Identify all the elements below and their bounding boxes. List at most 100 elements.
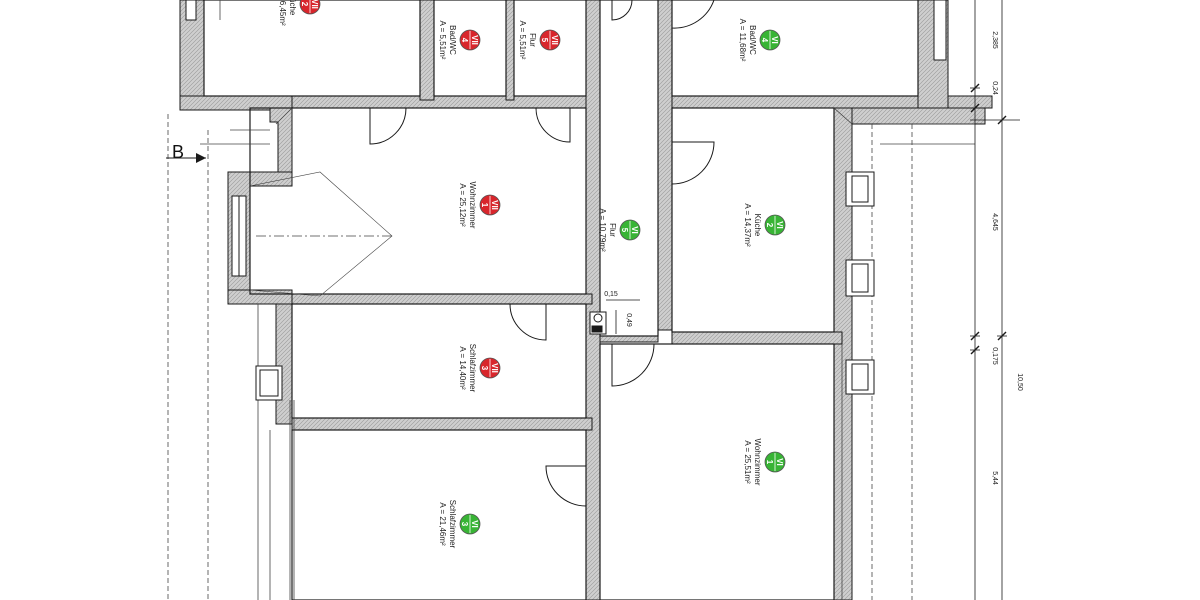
room-area: A = 5,51m² (518, 21, 527, 60)
room-name: Wohnzimmer (753, 439, 762, 486)
door-arc (369, 107, 407, 145)
room-number: 1 (480, 203, 489, 208)
door-arc (611, 0, 633, 21)
exterior-lines (167, 0, 975, 600)
dimension-label-dim-2385: 2,385 (991, 31, 998, 49)
room-name: Bad/WC (748, 25, 757, 55)
room-number: 2 (765, 223, 774, 228)
room-area: A = 21,46m² (438, 502, 447, 546)
outline-bad-vi (671, 0, 919, 97)
doors (369, 0, 715, 507)
room-name: Schlafzimmer (468, 344, 477, 393)
room-area: A = 14,37m² (743, 203, 752, 247)
room-name: Flur (528, 33, 537, 47)
windows (185, 0, 947, 401)
dimension-label-dim-544: 5,44 (991, 471, 998, 485)
room-number: 5 (620, 228, 629, 233)
room-name: Flur (608, 223, 617, 237)
door-arc (509, 303, 547, 341)
dimension-label-dim-4645: 4,645 (991, 213, 998, 231)
section-marker: B (166, 142, 206, 163)
room-name: Bad/WC (448, 25, 457, 55)
window (851, 263, 869, 293)
dimension-label-dim-024: 0,24 (991, 81, 998, 95)
outline-wohnzimmer-vi (599, 343, 835, 600)
room-area: A = 25,51m² (743, 440, 752, 484)
outline-bad-vii (433, 0, 507, 97)
room-area: A = 11,68m² (738, 19, 747, 62)
unit-number: VI (470, 520, 479, 528)
outline-schlafzimmer-vi (291, 429, 587, 600)
wall (419, 0, 435, 101)
wall (505, 0, 515, 101)
unit-number: VII (490, 200, 499, 210)
wall (657, 0, 673, 331)
room-number: 1 (765, 460, 774, 465)
outline-wohnzimmer-vii (249, 107, 587, 295)
room-area: A = 10,79m² (598, 208, 607, 252)
window (185, 0, 197, 21)
unit-number: VI (775, 221, 784, 229)
shaft (589, 311, 607, 335)
unit-number: VI (630, 226, 639, 234)
room-area: A = 16,45m² (278, 0, 287, 26)
door-arc (671, 141, 715, 185)
unit-number: VII (550, 35, 559, 45)
dimension-label-dim-015: 0,15 (604, 291, 618, 298)
dimension-label-dim-049: 0,49 (625, 313, 632, 327)
unit-number: VII (470, 35, 479, 45)
unit-number: VI (775, 458, 784, 466)
room-name: Schlafzimmer (448, 500, 457, 549)
wall (839, 107, 986, 125)
wall (671, 331, 843, 345)
wall (599, 335, 659, 343)
room-number: 3 (460, 522, 469, 527)
section-marker-label: B (172, 142, 184, 162)
wall (291, 293, 593, 305)
outline-schlafzimmer-vii (291, 303, 587, 419)
window (933, 0, 947, 61)
door-arc (611, 343, 655, 387)
room-name: Küche (753, 214, 762, 237)
outline-flur-vi (599, 0, 659, 337)
room-number: 2 (300, 2, 309, 7)
wall (291, 417, 593, 431)
door-arc (545, 465, 587, 507)
room-number: 4 (760, 38, 769, 43)
unit-number: VI (770, 36, 779, 44)
unit-number: VII (490, 363, 499, 373)
door-arc (671, 0, 715, 29)
room-area: A = 25,12m² (458, 183, 467, 227)
outline-kueche-vi (671, 107, 835, 333)
outline-kueche-vii (203, 0, 421, 97)
wall (227, 289, 293, 305)
window (851, 175, 869, 203)
dimension-lines (606, 0, 1020, 600)
room-number: 5 (540, 38, 549, 43)
door-arc (535, 107, 571, 143)
room-outlines (203, 0, 919, 600)
unit-number: VII (310, 0, 319, 9)
room-area: A = 14,40m² (458, 346, 467, 390)
room-area: A = 5,51m² (438, 21, 447, 60)
dim-ticks (970, 83, 1007, 355)
room-name: Küche (288, 0, 297, 16)
dimension-label-dim-0175: 0,175 (991, 347, 998, 365)
outline-flur-vii (513, 0, 587, 97)
window (259, 369, 279, 397)
room-name: Wohnzimmer (468, 182, 477, 229)
wall (291, 95, 593, 109)
